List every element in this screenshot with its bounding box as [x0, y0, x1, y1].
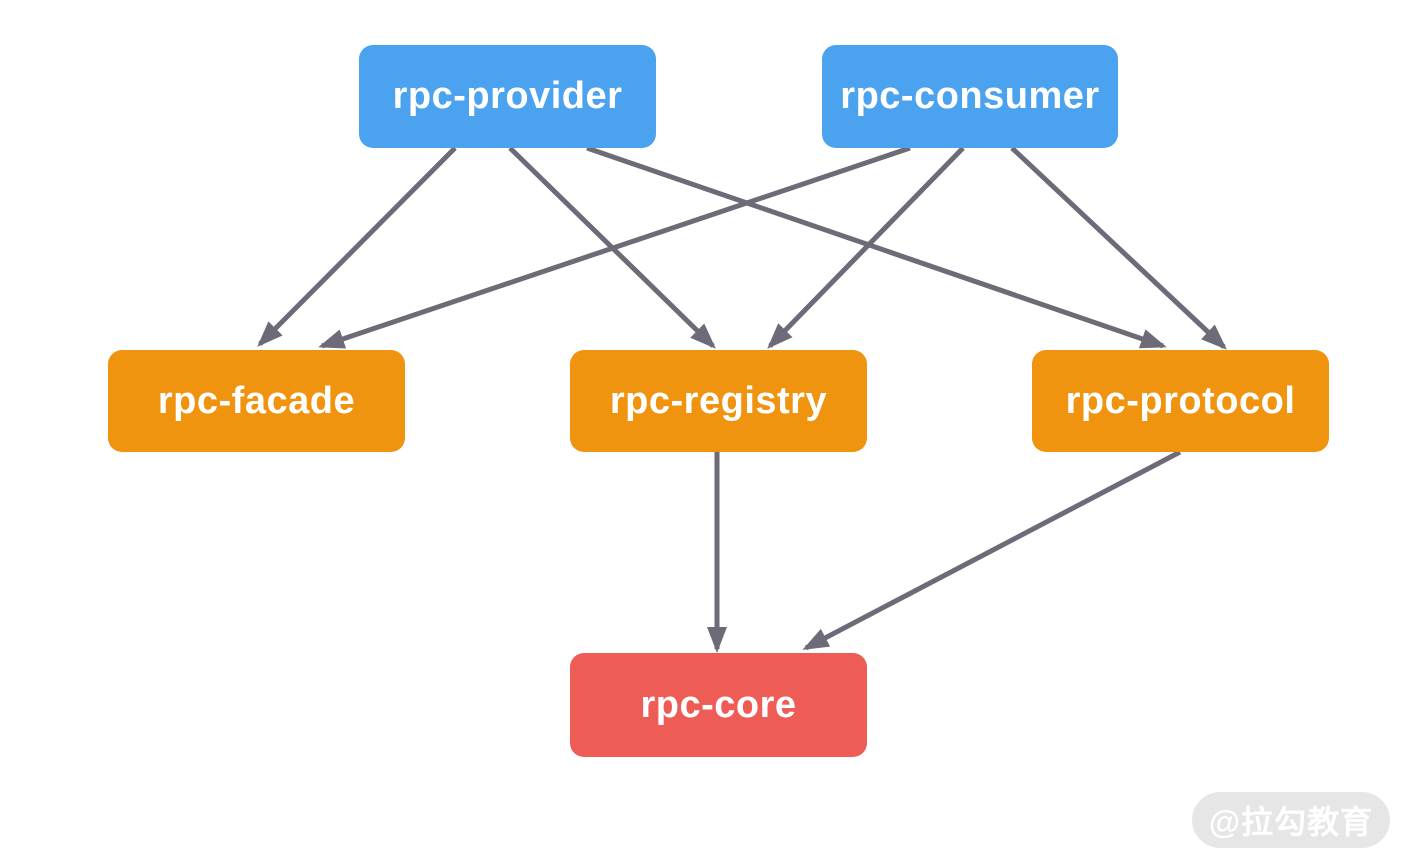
node-label-rpc-protocol: rpc-protocol [1065, 379, 1296, 422]
node-label-rpc-core: rpc-core [640, 683, 797, 726]
node-rpc-protocol: rpc-protocol [1032, 350, 1329, 452]
edge-rpc-consumer-to-rpc-registry [767, 146, 965, 349]
edge-rpc-provider-to-rpc-protocol [586, 145, 1167, 349]
node-label-rpc-registry: rpc-registry [609, 379, 828, 422]
edge-rpc-consumer-to-rpc-facade [318, 145, 911, 349]
edge-rpc-protocol-to-rpc-core [802, 449, 1182, 651]
node-label-rpc-provider: rpc-provider [392, 75, 623, 117]
node-rpc-consumer: rpc-consumer [822, 45, 1118, 148]
node-rpc-provider: rpc-provider [359, 45, 656, 148]
node-rpc-core: rpc-core [570, 653, 867, 757]
node-label-rpc-facade: rpc-facade [157, 379, 356, 422]
watermark-label: @拉勾教育 [1208, 804, 1374, 840]
node-rpc-facade: rpc-facade [108, 350, 405, 452]
node-label-rpc-consumer: rpc-consumer [840, 75, 1100, 117]
node-rpc-registry: rpc-registry [570, 350, 867, 452]
edge-rpc-provider-to-rpc-facade [257, 146, 457, 347]
edge-rpc-consumer-to-rpc-protocol [1010, 146, 1227, 350]
watermark-badge: @拉勾教育 [1192, 792, 1390, 848]
